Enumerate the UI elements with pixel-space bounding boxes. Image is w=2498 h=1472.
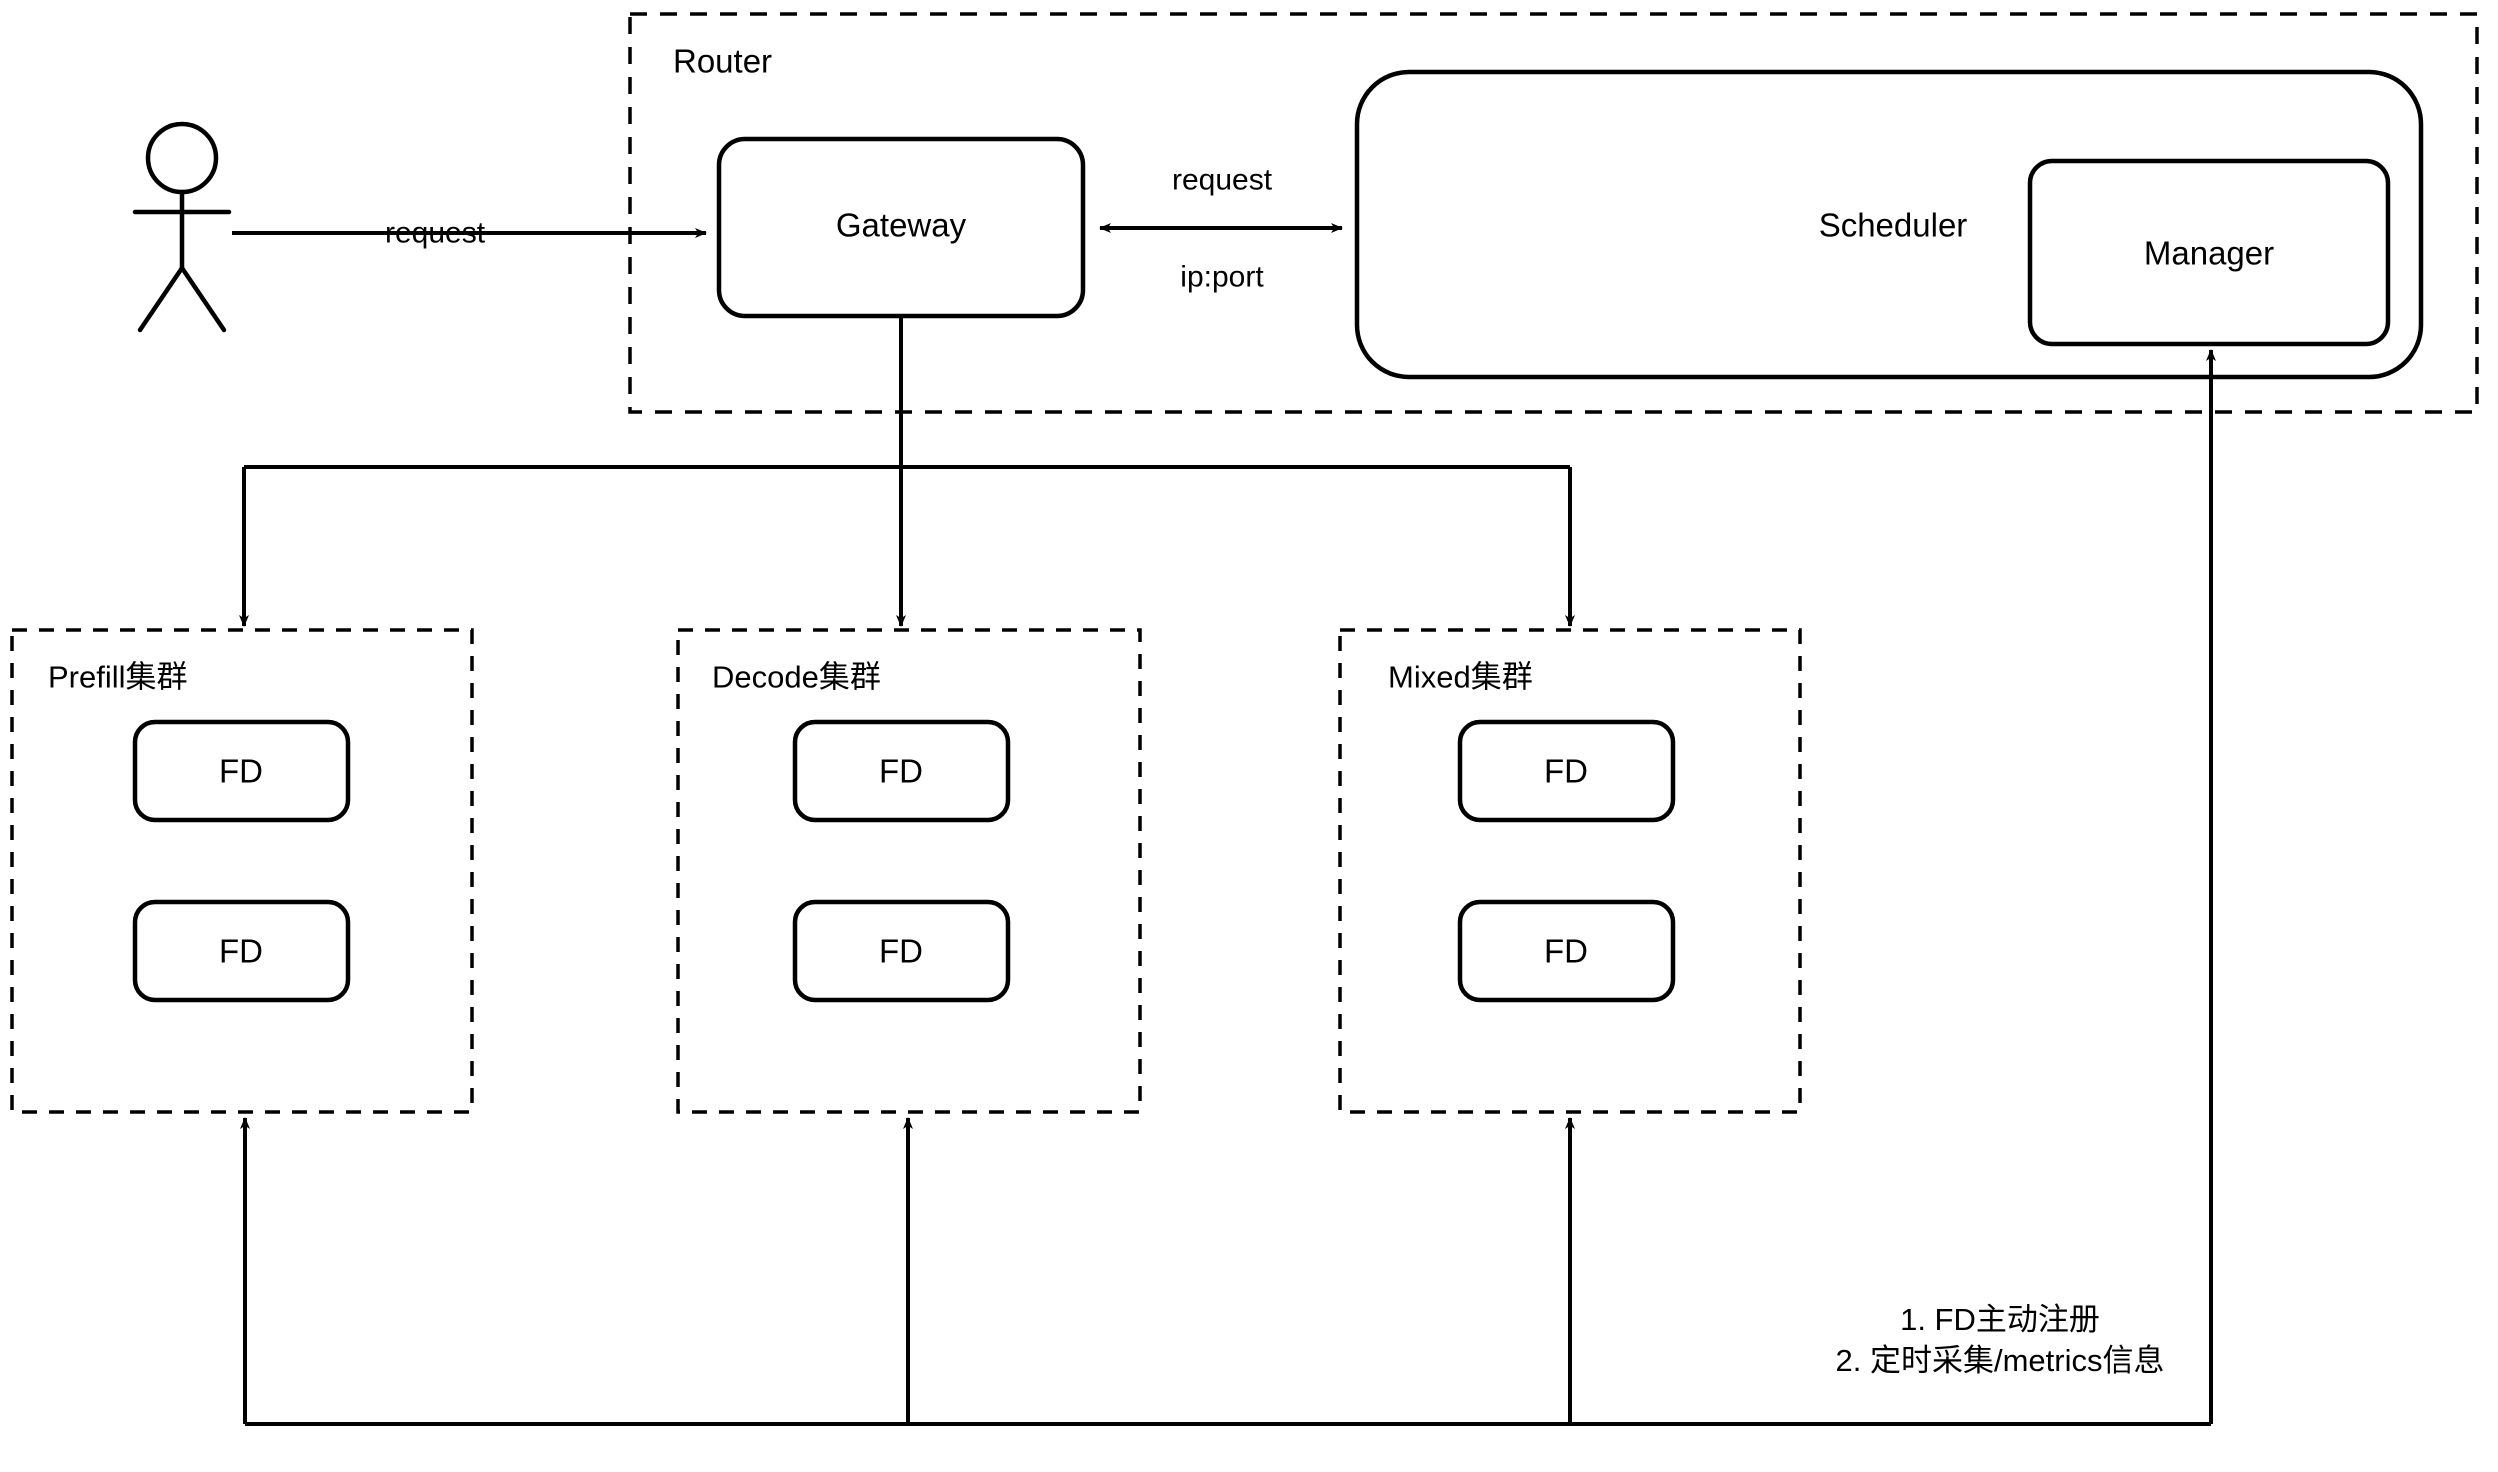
mixed-fd-2-label: FD (1544, 932, 1588, 970)
annotation-note: 1. FD主动注册 2. 定时采集/metrics信息 (1836, 1300, 2165, 1382)
prefill-fd-1-label: FD (219, 752, 263, 790)
mixed-fd-2-box[interactable] (1457, 899, 1676, 1003)
manager-box[interactable] (2027, 158, 2391, 347)
router-container (628, 12, 2479, 414)
annotation-line-1: 1. FD主动注册 (1900, 1302, 2100, 1337)
decode-fd-2-label: FD (879, 932, 923, 970)
manager-label: Manager (2143, 234, 2275, 272)
mixed-cluster-container (1338, 628, 1802, 1114)
scheduler-label: Scheduler (1818, 206, 1968, 244)
prefill-cluster-container (10, 628, 474, 1114)
annotation-line-2: 2. 定时采集/metrics信息 (1835, 1342, 2165, 1378)
mixed-fd-1-box[interactable] (1457, 719, 1676, 823)
actor-icon (132, 121, 232, 333)
decode-fd-1-label: FD (879, 752, 923, 790)
prefill-fd-2-box[interactable] (132, 899, 351, 1003)
edge-label-request-actor: request (384, 216, 486, 250)
edge-label-request-scheduler: request (1171, 163, 1273, 197)
decode-cluster-container (676, 628, 1142, 1114)
decode-cluster-label: Decode集群 (712, 659, 881, 695)
prefill-cluster-label: Prefill集群 (48, 659, 188, 695)
prefill-fd-1-box[interactable] (132, 719, 351, 823)
mixed-fd-1-label: FD (1544, 752, 1588, 790)
router-label: Router (673, 42, 773, 80)
prefill-fd-2-label: FD (219, 932, 263, 970)
decode-fd-1-box[interactable] (792, 719, 1011, 823)
gateway-label: Gateway (835, 206, 967, 244)
decode-fd-2-box[interactable] (792, 899, 1011, 1003)
edge-label-ip-port: ip:port (1180, 260, 1264, 294)
mixed-cluster-label: Mixed集群 (1388, 659, 1533, 695)
